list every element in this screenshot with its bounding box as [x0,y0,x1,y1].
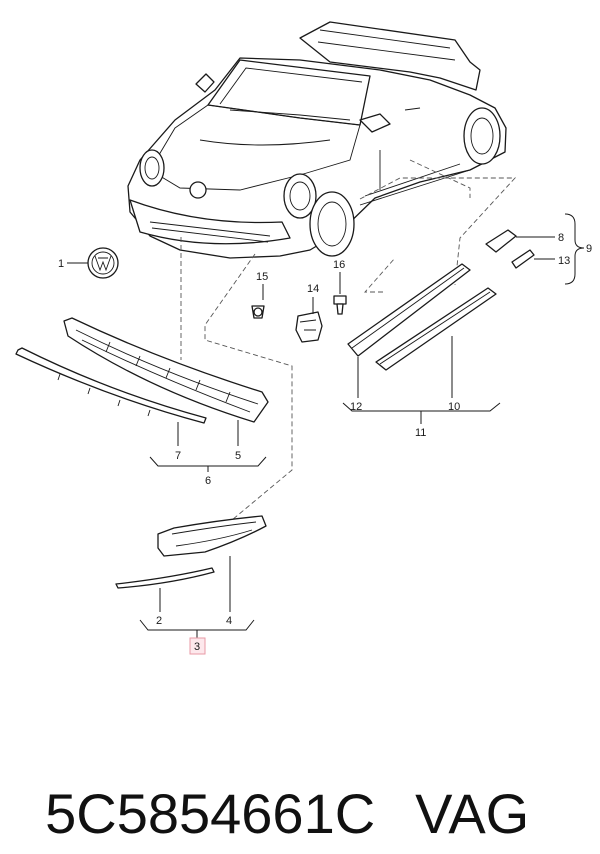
callout-1: 1 [58,258,64,270]
callout-3: 3 [194,641,200,653]
small-trim-parts [485,229,535,269]
callout-15: 15 [256,271,268,283]
callout-14: 14 [307,283,319,295]
callout-2: 2 [156,615,162,627]
fog-trim-strip-part [115,567,215,589]
car-illustration [127,21,507,259]
callout-4: 4 [226,615,232,627]
leader-lines [67,213,585,638]
part-caption: 5C5854661C VAG [14,694,529,845]
callout-labels: 1 7 5 6 15 14 16 8 9 13 12 10 11 2 4 3 [58,232,592,653]
callout-11: 11 [415,427,426,439]
clip-fastener-part [251,305,265,319]
callout-9: 9 [586,243,592,255]
callout-5: 5 [235,450,241,462]
brand-label: VAG [415,782,530,845]
side-sill-trim-part [347,263,497,371]
vw-emblem-icon [87,247,119,279]
exploded-parts-diagram: 1 7 5 6 15 14 16 8 9 13 12 10 11 2 4 3 [15,21,592,655]
screw-part [333,295,347,315]
callout-8: 8 [558,232,564,244]
callout-7: 7 [175,450,181,462]
callout-16: 16 [333,259,345,271]
trim-strip-part [15,347,207,424]
callout-10: 10 [448,401,460,413]
callout-13: 13 [558,255,570,267]
reference-lines [180,159,517,521]
callout-3-highlight [189,637,206,655]
lower-grille-part [63,317,269,423]
callout-12: 12 [350,401,362,413]
fog-light-grille-part [157,515,267,557]
callout-6: 6 [205,475,211,487]
part-number: 5C5854661C [45,782,376,845]
mounting-bracket-part [295,311,323,343]
